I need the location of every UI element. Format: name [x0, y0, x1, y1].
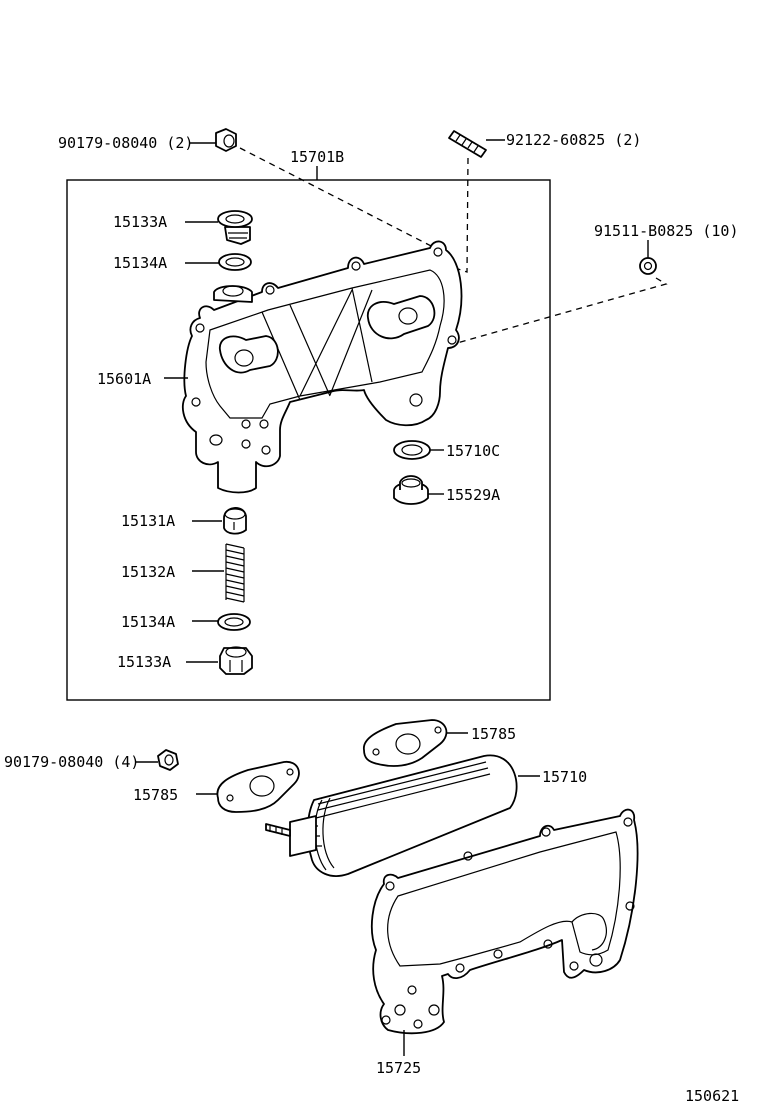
label-15133A-bottom: 15133A	[117, 653, 171, 671]
dash-92122	[454, 157, 469, 273]
bolt-90179-bottom[interactable]	[157, 749, 179, 771]
dash-91511	[449, 277, 668, 346]
label-15134A-top: 15134A	[113, 254, 167, 272]
gasket-15134A-bottom[interactable]	[217, 613, 251, 631]
gasket-15725[interactable]	[370, 808, 639, 1035]
valve-15131A[interactable]	[223, 507, 247, 535]
plug-15133A-top[interactable]	[217, 210, 253, 245]
label-15785-left: 15785	[133, 786, 178, 804]
label-15132A: 15132A	[121, 563, 175, 581]
assembly-box	[66, 179, 551, 701]
gasket-15134A-top[interactable]	[218, 253, 252, 271]
label-90179-bottom: 90179-08040 (4)	[4, 753, 139, 771]
label-15134A-bottom: 15134A	[121, 613, 175, 631]
label-91511: 91511-B0825 (10)	[594, 222, 739, 240]
bolt-90179-top[interactable]	[215, 128, 237, 152]
cooler-cover-15601A[interactable]	[181, 240, 463, 494]
figure-number: 150621	[685, 1087, 739, 1105]
label-15710C: 15710C	[446, 442, 500, 460]
spring-15132A[interactable]	[225, 543, 245, 603]
label-92122: 92122-60825 (2)	[506, 131, 641, 149]
label-15133A-top: 15133A	[113, 213, 167, 231]
gasket-15785-right[interactable]	[363, 719, 448, 767]
label-90179-top: 90179-08040 (2)	[58, 134, 193, 152]
nut-91511[interactable]	[639, 257, 657, 275]
label-15601A: 15601A	[97, 370, 151, 388]
plug-15529A[interactable]	[393, 475, 429, 505]
plug-15133A-bottom[interactable]	[219, 646, 253, 675]
label-15701B: 15701B	[290, 148, 344, 166]
label-15131A: 15131A	[121, 512, 175, 530]
label-15529A: 15529A	[446, 486, 500, 504]
stud-92122[interactable]	[448, 130, 487, 158]
cooler-element-15710[interactable]	[265, 754, 518, 877]
label-15710: 15710	[542, 768, 587, 786]
gasket-15710C[interactable]	[393, 440, 431, 460]
label-15785-right: 15785	[471, 725, 516, 743]
dash-90179-top	[239, 147, 436, 249]
gasket-15785-left[interactable]	[216, 761, 300, 813]
label-15725: 15725	[376, 1059, 421, 1077]
